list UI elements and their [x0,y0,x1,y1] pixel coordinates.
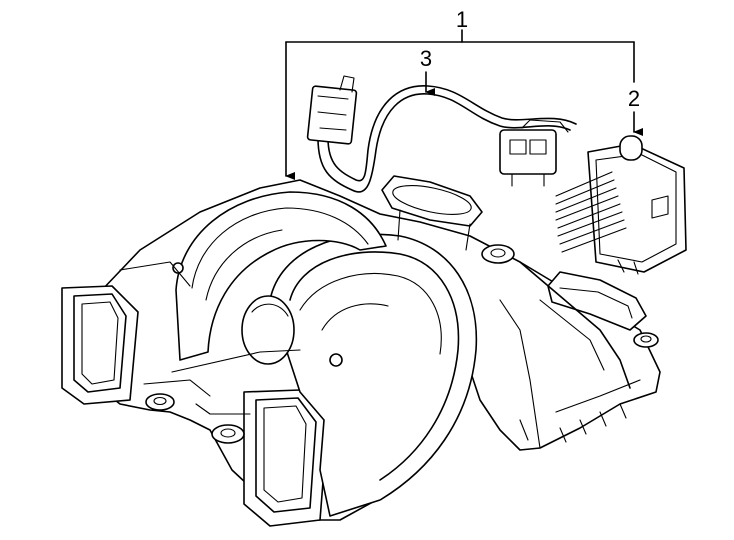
callout-1-label: 1 [456,7,468,32]
callout-2-label: 2 [628,86,640,111]
wiring-harness-part [306,75,577,193]
callout-leaders [285,29,643,180]
resistor-module-part [555,135,687,275]
blower-housing-part [61,175,661,527]
callout-3-label: 3 [420,46,432,71]
